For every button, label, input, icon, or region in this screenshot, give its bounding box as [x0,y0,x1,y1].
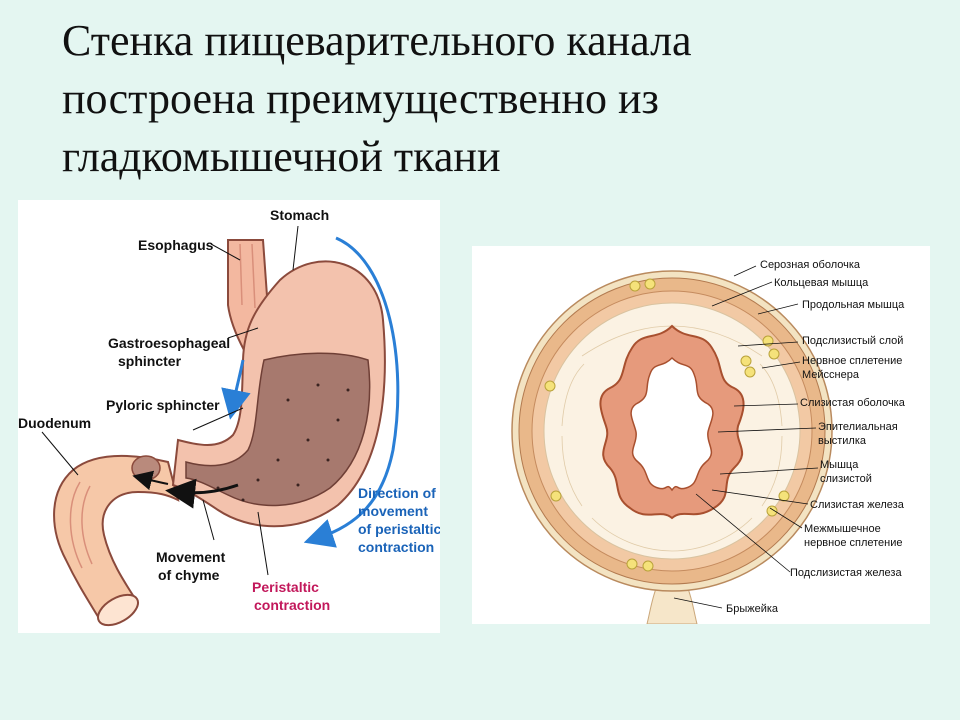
peristaltic-direction-arrow [303,236,400,548]
label-movement-of-chyme: Movement [156,549,226,565]
label-direction: Direction of [358,485,436,501]
label-submucosal-gland: Подслизистая железа [790,567,902,579]
pylorus [131,455,161,481]
label-gastroesophageal-2: sphincter [118,353,182,369]
label-direction-3: of peristaltic [358,521,440,537]
stomach-illustration: Stomach Esophagus Gastroesophageal sphin… [18,207,440,627]
label-epithelial-2: выстилка [818,435,867,447]
label-meissner: Нервное сплетение [802,355,902,367]
chyme-movement-arrow [165,478,239,509]
title-line: построена преимущественно из [62,74,659,123]
label-myenteric: Межмышечное [804,523,881,535]
slide-title: Стенка пищеварительного канала построена… [62,12,922,186]
label-gastroesophageal: Gastroesophageal [108,335,230,351]
label-circular-muscle: Кольцевая мышца [774,277,869,289]
label-muscularis-mucosae: Мышца [820,459,859,471]
label-submucosa: Подслизистый слой [802,335,903,347]
label-myenteric-2: нервное сплетение [804,537,903,549]
label-direction-2: movement [358,503,428,519]
label-direction-4: contraction [358,539,434,555]
label-peristaltic-contraction-2: contraction [254,597,330,613]
mesentery [646,585,698,624]
title-line: гладкомышечной ткани [62,132,501,181]
chyme-arrow-small [132,470,169,491]
label-pyloric-sphincter: Pyloric sphincter [106,397,220,413]
nerve-ganglia [544,278,790,572]
duodenum-opening [97,593,139,627]
label-serous: Серозная оболочка [760,259,861,271]
label-muscularis-mucosae-2: слизистой [820,473,872,485]
label-duodenum: Duodenum [18,415,91,431]
label-meissner-2: Мейсснера [802,369,860,381]
label-longitudinal-muscle: Продольная мышца [802,299,905,311]
cross-section-illustration: Серозная оболочка Кольцевая мышца Продол… [511,259,906,624]
label-stomach: Stomach [270,207,329,223]
label-epithelial: Эпителиальная [818,421,898,433]
title-line: Стенка пищеварительного канала [62,16,692,65]
label-mucosa: Слизистая оболочка [800,397,906,409]
lumen [630,356,714,492]
cross-section-diagram: Серозная оболочка Кольцевая мышца Продол… [472,246,930,624]
label-peristaltic-contraction: Peristaltic [252,579,319,595]
label-movement-of-chyme-2: of chyme [158,567,220,583]
label-esophagus: Esophagus [138,237,214,253]
label-mucous-gland: Слизистая железа [810,499,905,511]
stomach-diagram: Stomach Esophagus Gastroesophageal sphin… [18,200,440,633]
label-mesentery: Брыжейка [726,603,779,615]
chyme [185,352,371,507]
peristaltic-direction-arrow-left [221,359,251,420]
